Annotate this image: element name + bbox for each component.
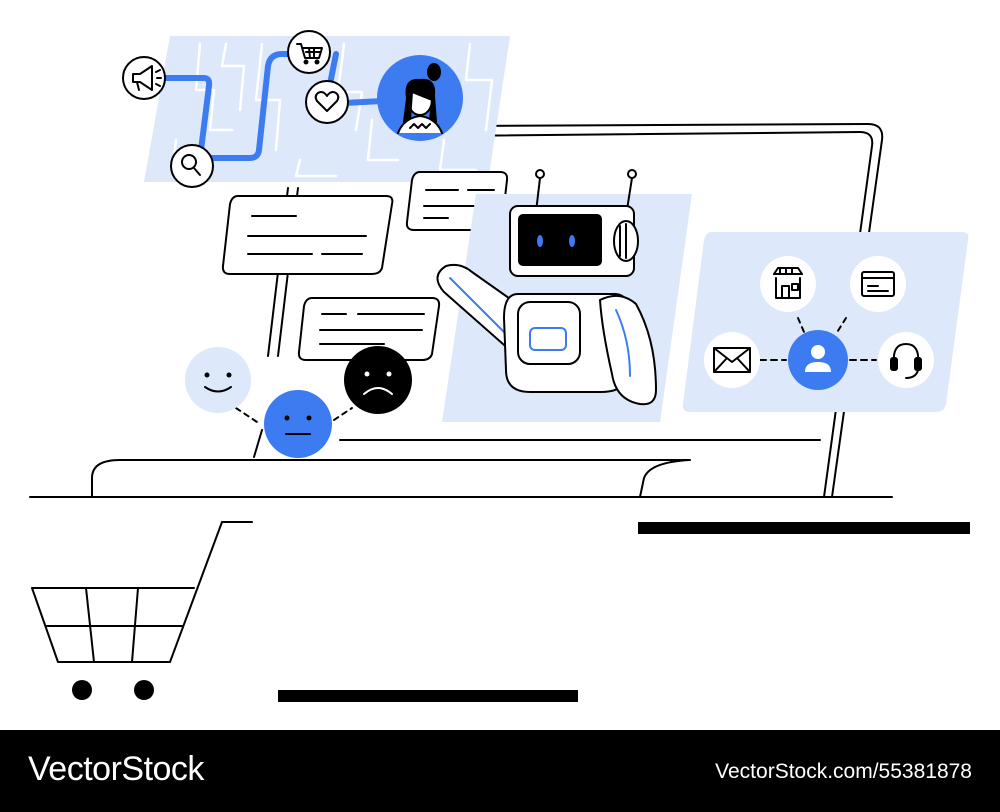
robot-assistant [436, 169, 692, 422]
shopping-cart-icon [287, 30, 331, 74]
storefront-icon [760, 256, 816, 312]
image-id-text: VectorStock.com/55381878 [715, 760, 972, 783]
feedback-emojis [185, 346, 412, 458]
smiley-happy-icon [185, 347, 251, 413]
chat-bubble-3 [297, 297, 441, 361]
floor-line-bottom [278, 690, 578, 702]
customer-journey-panel [122, 30, 510, 188]
watermark-footer: VectorStock VectorStock.com/55381878 [0, 730, 1000, 812]
laptop [29, 123, 893, 498]
customer-services-panel [682, 232, 969, 412]
user-icon [788, 330, 848, 390]
woman-avatar-icon [377, 55, 463, 141]
browser-window-icon [850, 256, 906, 312]
smiley-neutral-icon [264, 390, 332, 458]
megaphone-icon [122, 56, 166, 100]
illustration [29, 30, 970, 702]
mail-icon [704, 332, 760, 388]
floor-line-right [638, 522, 970, 534]
vectorstock-logo: VectorStock [28, 750, 204, 788]
chat-bubble-1 [221, 195, 394, 275]
headset-icon [878, 332, 934, 388]
shopping-cart-large [31, 521, 253, 700]
search-icon [170, 144, 214, 188]
heart-icon [305, 80, 349, 124]
smiley-sad-icon [344, 346, 412, 414]
